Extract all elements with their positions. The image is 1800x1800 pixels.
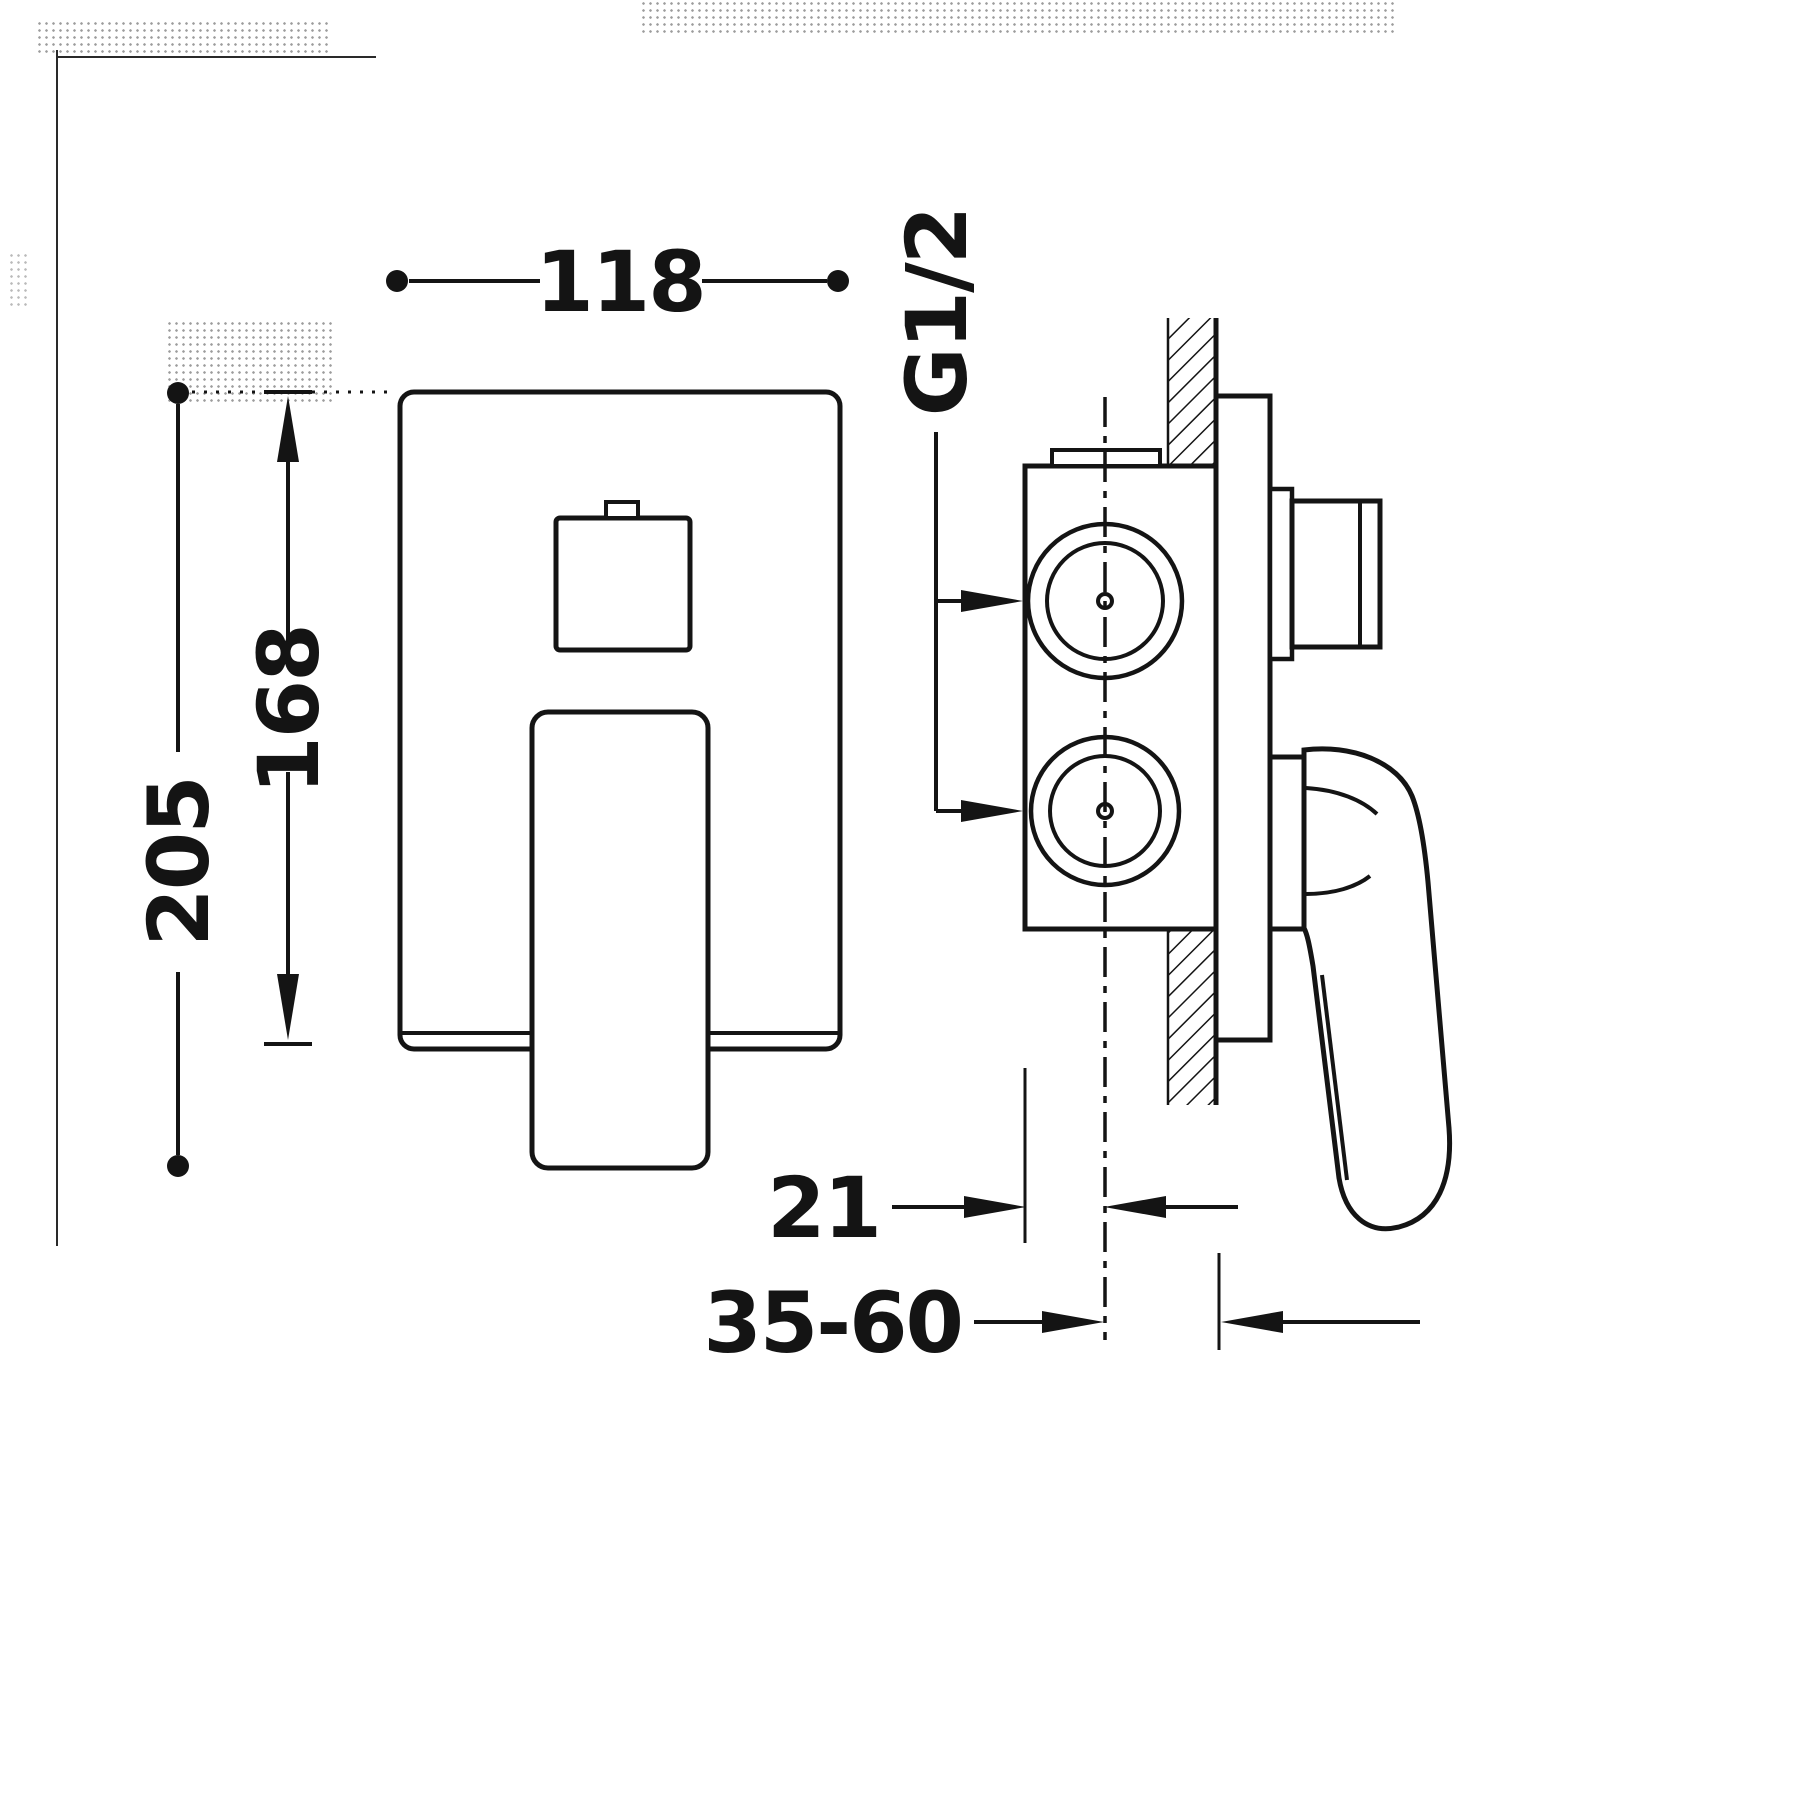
dimension-plate-height-label: 168 bbox=[240, 625, 338, 794]
trim-plate-side bbox=[1213, 393, 1273, 1043]
dimension-overall-height-label: 205 bbox=[130, 777, 228, 946]
dimension-width: 118 bbox=[386, 233, 849, 331]
dimension-dot bbox=[827, 270, 849, 292]
dimension-dot bbox=[386, 270, 408, 292]
leader-arrowhead bbox=[961, 800, 1023, 822]
leader-arrowhead bbox=[961, 590, 1023, 612]
dimension-offset: 21 bbox=[767, 1068, 1238, 1257]
scan-artifact bbox=[166, 320, 334, 402]
diverter-button-tab bbox=[604, 500, 640, 520]
thread-size-label: G1/2 bbox=[888, 208, 986, 417]
scan-artifact bbox=[640, 0, 1396, 36]
lever-grip-outline bbox=[1301, 746, 1453, 1232]
diverter-button-side bbox=[1267, 486, 1383, 662]
arrowhead-right bbox=[1042, 1311, 1104, 1333]
dimension-depth-range-label: 35-60 bbox=[703, 1274, 962, 1372]
lever-handle-side bbox=[1267, 746, 1453, 1232]
scan-artifact bbox=[36, 20, 328, 54]
arrowhead-left bbox=[1104, 1196, 1166, 1218]
lever-grip-inner-line bbox=[1320, 974, 1349, 1181]
dimension-plate-height: 168 bbox=[240, 390, 338, 1046]
scan-border-lines bbox=[56, 50, 376, 1246]
dimension-width-label: 118 bbox=[535, 233, 704, 331]
lever-pivot-detail bbox=[1305, 874, 1372, 896]
front-view bbox=[397, 389, 843, 1171]
dimension-dot bbox=[167, 1155, 189, 1177]
valve-body-side bbox=[1022, 463, 1219, 932]
arrowhead-down bbox=[277, 974, 299, 1040]
arrowhead-up bbox=[277, 396, 299, 462]
dimension-depth-range: 35-60 bbox=[703, 1253, 1420, 1372]
dimension-dot bbox=[167, 382, 189, 404]
arrowhead-right bbox=[964, 1196, 1026, 1218]
dimension-offset-label: 21 bbox=[767, 1159, 880, 1257]
dimension-overall-height: 205 bbox=[130, 382, 392, 1177]
lever-pivot-block bbox=[1267, 754, 1307, 932]
thread-label-leader: G1/2 bbox=[888, 208, 1023, 822]
arrowhead-left bbox=[1221, 1311, 1283, 1333]
lever-pivot-detail bbox=[1305, 786, 1379, 816]
scan-artifact bbox=[8, 252, 30, 308]
diverter-button-front bbox=[553, 515, 693, 653]
side-view bbox=[1022, 318, 1453, 1340]
lever-handle-front bbox=[529, 709, 711, 1171]
